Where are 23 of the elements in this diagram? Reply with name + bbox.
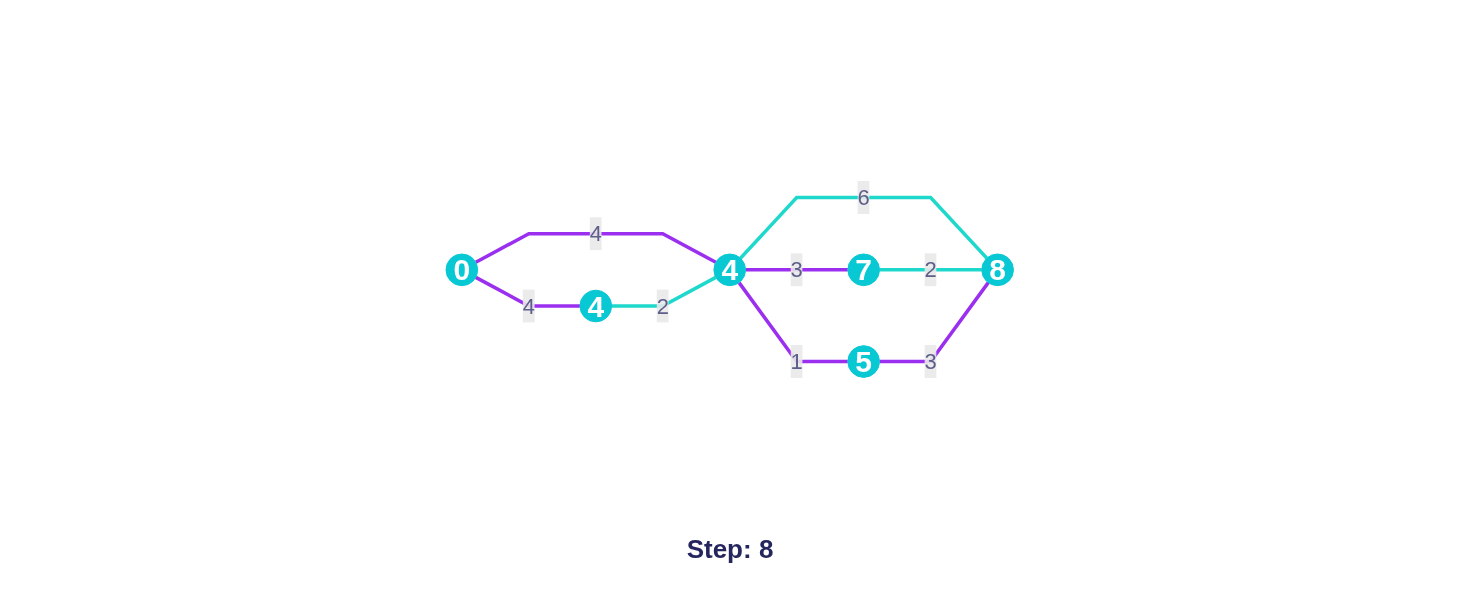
connector [475, 231, 717, 264]
edge-label: 2 [924, 257, 938, 283]
connector [737, 281, 849, 364]
edge-label: 3 [790, 257, 804, 283]
connector [611, 275, 717, 308]
connector [739, 195, 989, 260]
node-circle: 8 [981, 253, 1015, 287]
node-circle: 4 [579, 289, 613, 323]
edge-label: 1 [790, 349, 804, 375]
connector [879, 281, 990, 364]
connector [879, 268, 983, 272]
node-circle: 7 [847, 253, 881, 287]
connector [475, 275, 581, 308]
step-caption: Step: 8 [686, 533, 774, 565]
edge-label: 4 [589, 221, 603, 247]
edge-label: 2 [656, 293, 670, 319]
edge-label: 3 [924, 349, 938, 375]
node-circle: 5 [847, 345, 881, 378]
node-circle: 4 [713, 253, 747, 287]
node-circle: 0 [445, 253, 479, 287]
edge-label: 6 [857, 184, 871, 210]
connector [745, 268, 849, 272]
edge-label: 4 [522, 293, 536, 319]
